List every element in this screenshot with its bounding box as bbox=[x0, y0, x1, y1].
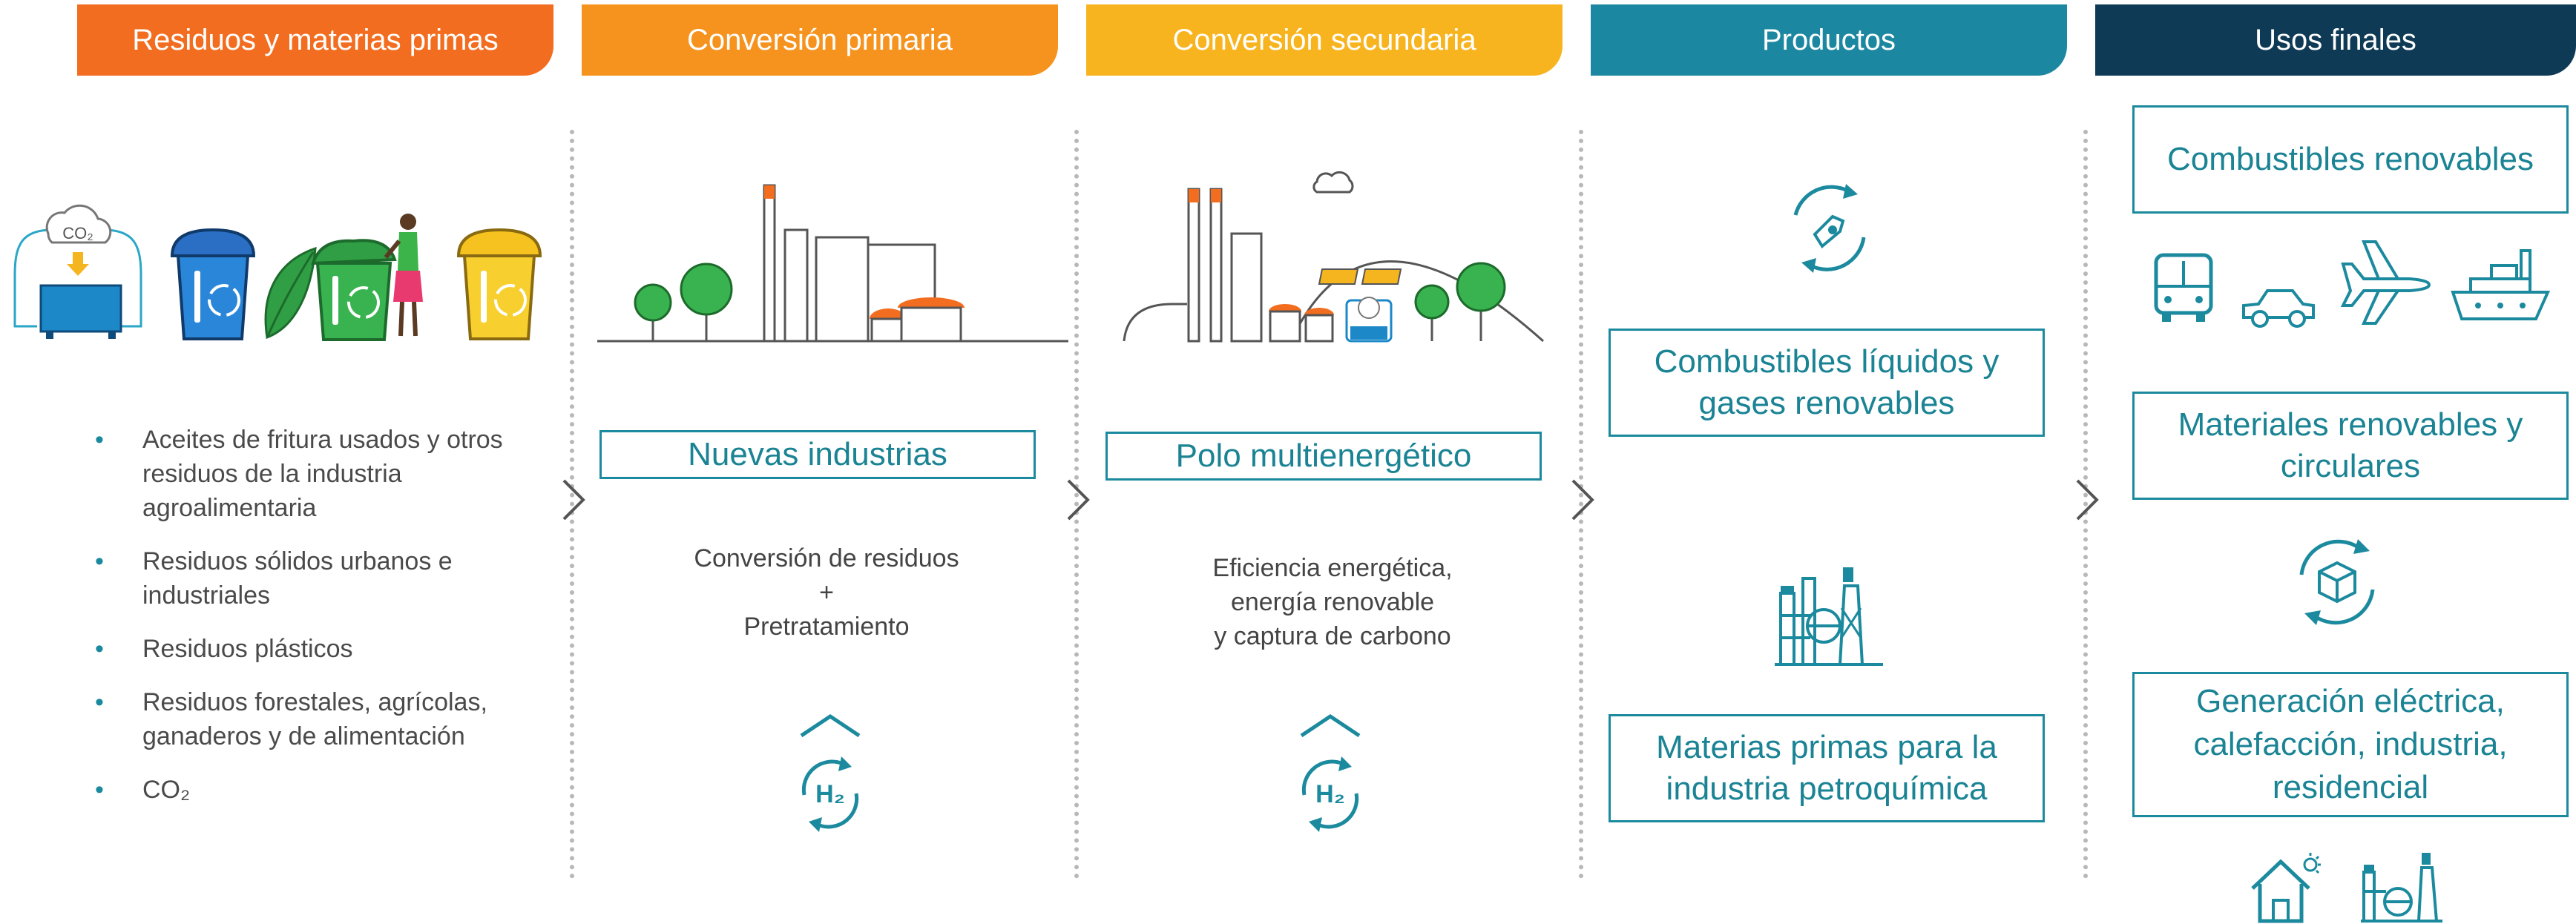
separator-3 bbox=[1579, 130, 1583, 879]
primary-plant-illustration bbox=[597, 184, 1068, 343]
list-item: •Residuos plásticos bbox=[95, 635, 353, 663]
separator-1 bbox=[570, 130, 574, 879]
secondary-description: Eficiencia energética, energía renovable… bbox=[1105, 551, 1560, 653]
header-productos: Productos bbox=[1591, 4, 2067, 76]
chevron-right-icon bbox=[1571, 479, 1594, 521]
hydrogen-icon: H₂ bbox=[800, 713, 861, 832]
box-materias-primas: Materias primas para la industria petroq… bbox=[1609, 714, 2045, 822]
chevron-right-icon bbox=[2076, 479, 2099, 521]
header-conversion-primaria: Conversión primaria bbox=[582, 4, 1058, 76]
box-combustibles-liquidos: Combustibles líquidos y gases renovables bbox=[1609, 329, 2045, 437]
box-combustibles-renovables: Combustibles renovables bbox=[2132, 105, 2569, 214]
chevron-right-icon bbox=[562, 479, 585, 521]
leaf-icon bbox=[264, 246, 317, 340]
multienergy-hub-illustration bbox=[1123, 171, 1545, 343]
box-generacion-electrica: Generación eléctrica, calefacción, indus… bbox=[2132, 672, 2569, 817]
list-item: •Aceites de fritura usados y otros resid… bbox=[95, 426, 503, 522]
house-sun-icon bbox=[2251, 853, 2321, 923]
header-usos-finales: Usos finales bbox=[2095, 4, 2576, 76]
primary-line-3: Pretratamiento bbox=[743, 613, 910, 641]
header-residuos: Residuos y materias primas bbox=[77, 4, 553, 76]
svg-text:H₂: H₂ bbox=[815, 780, 845, 808]
fuel-recycle-icon bbox=[1793, 184, 1866, 273]
petrochemical-plant-icon bbox=[1775, 567, 1883, 666]
svg-text:H₂: H₂ bbox=[1315, 780, 1345, 808]
recycling-bin-green-icon bbox=[311, 239, 397, 341]
circular-materials-icon bbox=[2299, 539, 2375, 625]
separator-2 bbox=[1074, 130, 1079, 879]
primary-description: Conversión de residuos + Pretratamiento bbox=[599, 541, 1054, 644]
primary-line-1: Conversión de residuos bbox=[694, 544, 959, 572]
box-materiales-renovables: Materiales renovables y circulares bbox=[2132, 392, 2569, 500]
secondary-line-2: energía renovable bbox=[1230, 588, 1435, 616]
hydrogen-icon: H₂ bbox=[1300, 713, 1361, 832]
person-icon bbox=[384, 214, 423, 337]
residuos-list: •Aceites de fritura usados y otros resid… bbox=[95, 423, 519, 826]
co2-label: CO₂ bbox=[62, 224, 93, 242]
recycling-bin-yellow-icon bbox=[456, 228, 542, 340]
secondary-line-1: Eficiencia energética, bbox=[1212, 554, 1453, 582]
industry-icon bbox=[2361, 853, 2442, 923]
header-conversion-secundaria: Conversión secundaria bbox=[1086, 4, 1563, 76]
separator-4 bbox=[2083, 130, 2088, 879]
bus-icon bbox=[2154, 253, 2213, 322]
car-icon bbox=[2242, 289, 2315, 328]
primary-line-2: + bbox=[819, 578, 834, 607]
list-item: •Residuos sólidos urbanos e industriales bbox=[95, 547, 453, 610]
secondary-line-3: y captura de carbono bbox=[1214, 622, 1451, 650]
chevron-right-icon bbox=[1067, 479, 1090, 521]
airplane-icon bbox=[2340, 240, 2431, 325]
co2-capture-icon: CO₂ bbox=[13, 204, 142, 339]
ship-icon bbox=[2451, 249, 2551, 320]
box-nuevas-industrias: Nuevas industrias bbox=[599, 430, 1036, 479]
list-item: •Residuos forestales, agrícolas, ganader… bbox=[95, 688, 487, 750]
list-item: •CO₂ bbox=[95, 776, 191, 804]
box-polo-multienergetico: Polo multienergético bbox=[1105, 432, 1542, 481]
recycling-bin-blue-icon bbox=[170, 228, 256, 340]
